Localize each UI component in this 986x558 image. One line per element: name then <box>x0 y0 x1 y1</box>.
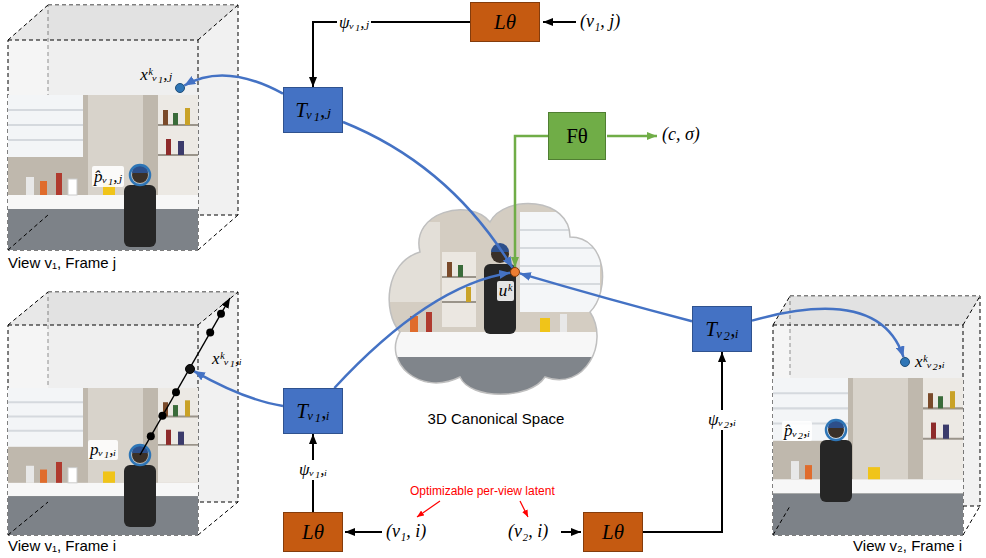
annotation-pointer <box>417 501 440 517</box>
pixel-marker <box>826 420 846 440</box>
frame-index: (v₁, j) <box>580 11 620 32</box>
latent-network-box: Lθ <box>283 512 343 552</box>
point-label: xᵏᵥ₁,ⱼ <box>140 64 172 85</box>
point-label: xᵏᵥ₁,ᵢ <box>212 349 242 369</box>
space-caption: 3D Canonical Space <box>428 410 565 427</box>
annotation-pointer <box>520 501 528 517</box>
transform-box: Tᵥ₂,ᵢ <box>692 306 752 352</box>
scene-item <box>560 314 567 332</box>
person <box>124 465 156 527</box>
point-label: xᵏᵥ₂,ᵢ <box>915 352 945 372</box>
edge-label: ψᵥ₁,ᵢ <box>297 460 329 480</box>
annotation-note: Optimizable per-view latent <box>410 484 555 498</box>
camera-volume <box>8 40 198 250</box>
scene-wall <box>380 192 612 402</box>
box-label: Tᵥ₂,ᵢ <box>705 317 738 342</box>
latent-network-box: Lθ <box>470 2 540 42</box>
view-caption: View v₁, Frame i <box>8 537 116 554</box>
scene-bottle <box>447 262 452 277</box>
canonical-scene <box>380 192 612 402</box>
ray-sample <box>159 412 167 420</box>
camera-volume <box>8 5 238 250</box>
video-frame <box>773 378 963 535</box>
frame-index: (v₂, i) <box>508 521 548 542</box>
scene-counter <box>380 332 612 357</box>
person <box>124 185 156 247</box>
point-label: uᵏ <box>497 281 514 301</box>
edge-label: ψᵥ₂,ᵢ <box>706 410 738 430</box>
view-caption: View v₁, Frame j <box>8 254 116 271</box>
input-arrow <box>345 531 382 533</box>
transform-box: Tᵥ₁,ⱼ <box>283 87 343 133</box>
scene-blinds <box>520 230 600 284</box>
cloud-outline <box>389 204 602 395</box>
pixel-label: p̂ᵥ₂,ᵢ <box>782 421 812 441</box>
camera-volume <box>773 296 980 535</box>
scene-shelf-boards <box>442 277 476 302</box>
video-frame <box>8 388 198 535</box>
volume-edge <box>8 292 238 535</box>
latent-network-box: Lθ <box>583 512 643 552</box>
scene-bottle <box>458 265 463 277</box>
sample-point: xᵏᵥ₁,ᵢ <box>185 364 195 374</box>
pixel-marker <box>130 165 150 185</box>
input-arrow <box>543 21 576 23</box>
frame-index: (v₁, i) <box>386 521 426 542</box>
transform-box: Tᵥ₁,ᵢ <box>283 388 343 434</box>
camera-volume <box>8 325 198 535</box>
view-panel: View v₁, Frame i pᵥ₁,ᵢ xᵏᵥ₁,ᵢ <box>6 288 242 556</box>
scene-item <box>410 316 418 332</box>
box-label: Tᵥ₁,ᵢ <box>296 399 329 424</box>
box-label: Lθ <box>602 520 624 545</box>
radiance-field-box: Fθ <box>548 112 606 160</box>
canonical-point: uᵏ <box>510 267 520 277</box>
pixel-label: pᵥ₁,ᵢ <box>88 440 118 460</box>
person <box>820 440 852 502</box>
box-label: Lθ <box>302 520 324 545</box>
input-arrow <box>561 531 581 533</box>
camera-ray <box>140 298 230 455</box>
scene-bottle <box>466 287 471 302</box>
scene-item <box>540 318 550 332</box>
connector <box>194 371 283 406</box>
box-label: Tᵥ₁,ⱼ <box>295 98 331 123</box>
pixel-label: p̂ᵥ₁,ⱼ <box>92 166 124 187</box>
person <box>124 165 156 247</box>
canonical-space: 3D Canonical Space uᵏ <box>380 192 612 432</box>
ray-sample <box>147 432 155 440</box>
connector <box>752 309 904 357</box>
sample-point: xᵏᵥ₂,ᵢ <box>900 357 910 367</box>
sample-point: xᵏᵥ₁,ⱼ <box>175 83 185 93</box>
ray-sample <box>206 329 214 337</box>
scene-shelf <box>442 252 476 327</box>
view-panel: View v₁, Frame j p̂ᵥ₁,ⱼ xᵏᵥ₁,ⱼ <box>6 4 242 276</box>
ray-sample <box>147 310 225 441</box>
box-label: Fθ <box>566 124 588 149</box>
person <box>124 445 156 527</box>
connector <box>643 352 722 532</box>
volume-edge <box>8 5 238 250</box>
scene-item <box>426 312 432 332</box>
scene-window <box>520 212 600 312</box>
connector <box>184 75 283 93</box>
ray-sample <box>217 310 225 318</box>
volume-edge <box>773 296 980 535</box>
view-caption: View v₂, Frame i <box>853 537 962 554</box>
edge-label: ψᵥ₁,ⱼ <box>337 12 371 33</box>
output-arrow <box>607 135 657 138</box>
view-panel: View v₂, Frame i p̂ᵥ₂,ᵢ xᵏᵥ₂,ᵢ <box>770 292 984 556</box>
person <box>820 420 852 502</box>
camera-volume <box>773 325 963 535</box>
scene-person-cap <box>491 243 509 252</box>
field-output: (c, σ) <box>662 124 700 145</box>
camera-volume <box>8 292 238 535</box>
scene-wall-panel <box>380 222 440 302</box>
scene-cabinet <box>380 357 612 402</box>
video-frame <box>8 95 198 250</box>
box-label: Lθ <box>494 10 516 35</box>
ray-sample <box>172 388 180 396</box>
